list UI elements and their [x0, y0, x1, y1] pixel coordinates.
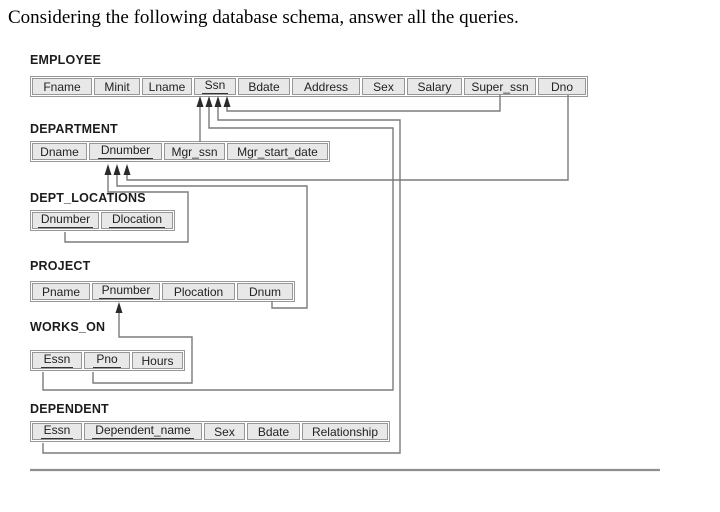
column-dependent-bdate: Bdate	[247, 423, 300, 440]
column-employee-dno: Dno	[538, 78, 586, 95]
column-project-plocation: Plocation	[162, 283, 235, 300]
arrowhead-ssn-3	[214, 96, 222, 107]
column-dependent-relationship: Relationship	[302, 423, 388, 440]
arrowhead-ssn-2	[205, 96, 213, 107]
column-label: Sex	[214, 424, 235, 439]
table-name-works-on: WORKS_ON	[30, 320, 106, 334]
table-employee: EMPLOYEE Fname Minit Lname Ssn Bdate Address S…	[30, 53, 588, 97]
primary-key-label: Essn	[40, 353, 74, 368]
column-label: Pname	[41, 284, 81, 299]
column-project-pname: Pname	[32, 283, 90, 300]
column-works_on-pno: Pno	[84, 352, 130, 369]
column-label: Bdate	[257, 424, 290, 439]
primary-key-label: Pnumber	[98, 284, 154, 299]
fk-line-super-ssn-to-ssn	[226, 95, 501, 112]
column-project-pnumber: Pnumber	[92, 283, 160, 300]
column-employee-bdate: Bdate	[238, 78, 290, 95]
primary-key-label: Dlocation	[108, 213, 166, 228]
arrowhead-dnumber-2	[113, 164, 121, 175]
arrowhead-ssn-4	[223, 96, 231, 107]
table-works-on: WORKS_ON Essn Pno Hours	[30, 320, 185, 371]
table-name-project: PROJECT	[30, 259, 91, 273]
column-label: Bdate	[248, 79, 280, 94]
arrowhead-dnumber-3	[123, 164, 131, 175]
column-employee-minit: Minit	[94, 78, 140, 95]
column-employee-sex: Sex	[362, 78, 405, 95]
column-dept_locations-dlocation: Dlocation	[101, 212, 173, 229]
column-label: Mgr_ssn	[171, 144, 218, 159]
primary-key-label: Essn	[40, 424, 74, 439]
column-department-dnumber: Dnumber	[89, 143, 162, 160]
column-label: Lname	[148, 79, 186, 94]
column-dependent-essn: Essn	[32, 423, 82, 440]
column-label: Address	[303, 79, 349, 94]
column-label: Plocation	[173, 284, 224, 299]
column-label: Mgr_start_date	[237, 144, 318, 159]
column-department-mgr_start_date: Mgr_start_date	[227, 143, 328, 160]
column-works_on-hours: Hours	[132, 352, 183, 369]
table-name-dept-locations: DEPT_LOCATIONS	[30, 191, 146, 205]
table-row-employee: Fname Minit Lname Ssn Bdate Address Sex Salary S…	[30, 76, 588, 97]
column-label: Super_ssn	[471, 79, 529, 94]
column-employee-super_ssn: Super_ssn	[464, 78, 536, 95]
primary-key-label: Ssn	[201, 79, 229, 94]
column-employee-fname: Fname	[32, 78, 92, 95]
column-label: Minit	[104, 79, 130, 94]
arrowhead-dnumber-1	[104, 164, 112, 175]
table-row-department: Dname Dnumber Mgr_ssn Mgr_start_date	[30, 141, 330, 162]
column-label: Dno	[550, 79, 573, 94]
column-label: Hours	[141, 353, 174, 368]
table-dept-locations: DEPT_LOCATIONS Dnumber Dlocation	[30, 191, 175, 231]
table-row-dept-locations: Dnumber Dlocation	[30, 210, 175, 231]
table-dependent: DEPENDENT Essn Dependent_name Sex Bdate Rela…	[30, 402, 390, 442]
column-label: Sex	[373, 79, 394, 94]
column-employee-address: Address	[292, 78, 360, 95]
column-dept_locations-dnumber: Dnumber	[32, 212, 99, 229]
column-employee-ssn: Ssn	[194, 78, 236, 95]
table-project: PROJECT Pname Pnumber Plocation Dnum	[30, 259, 295, 302]
column-dependent-dependent_name: Dependent_name	[84, 423, 202, 440]
table-row-works-on: Essn Pno Hours	[30, 350, 185, 371]
column-label: Dnum	[248, 284, 281, 299]
column-label: Salary	[417, 79, 452, 94]
column-dependent-sex: Sex	[204, 423, 245, 440]
table-name-department: DEPARTMENT	[30, 122, 118, 136]
column-department-mgr_ssn: Mgr_ssn	[164, 143, 225, 160]
primary-key-label: Dnumber	[97, 144, 154, 159]
column-label: Fname	[43, 79, 81, 94]
page-title: Considering the following database schem…	[8, 7, 519, 28]
table-row-project: Pname Pnumber Plocation Dnum	[30, 281, 295, 302]
arrowhead-ssn-1	[196, 96, 204, 107]
column-employee-lname: Lname	[142, 78, 192, 95]
column-department-dname: Dname	[32, 143, 87, 160]
column-employee-salary: Salary	[407, 78, 462, 95]
column-project-dnum: Dnum	[237, 283, 293, 300]
primary-key-label: Dependent_name	[92, 424, 194, 439]
table-row-dependent: Essn Dependent_name Sex Bdate Relationship	[30, 421, 390, 442]
table-name-employee: EMPLOYEE	[30, 53, 102, 67]
column-label: Relationship	[311, 424, 379, 439]
column-works_on-essn: Essn	[32, 352, 82, 369]
primary-key-label: Pno	[93, 353, 121, 368]
table-name-dependent: DEPENDENT	[30, 402, 109, 416]
arrowhead-pnumber	[115, 302, 123, 313]
column-label: Dname	[40, 144, 79, 159]
primary-key-label: Dnumber	[37, 213, 94, 228]
table-department: DEPARTMENT Dname Dnumber Mgr_ssn Mgr_start_…	[30, 122, 330, 162]
